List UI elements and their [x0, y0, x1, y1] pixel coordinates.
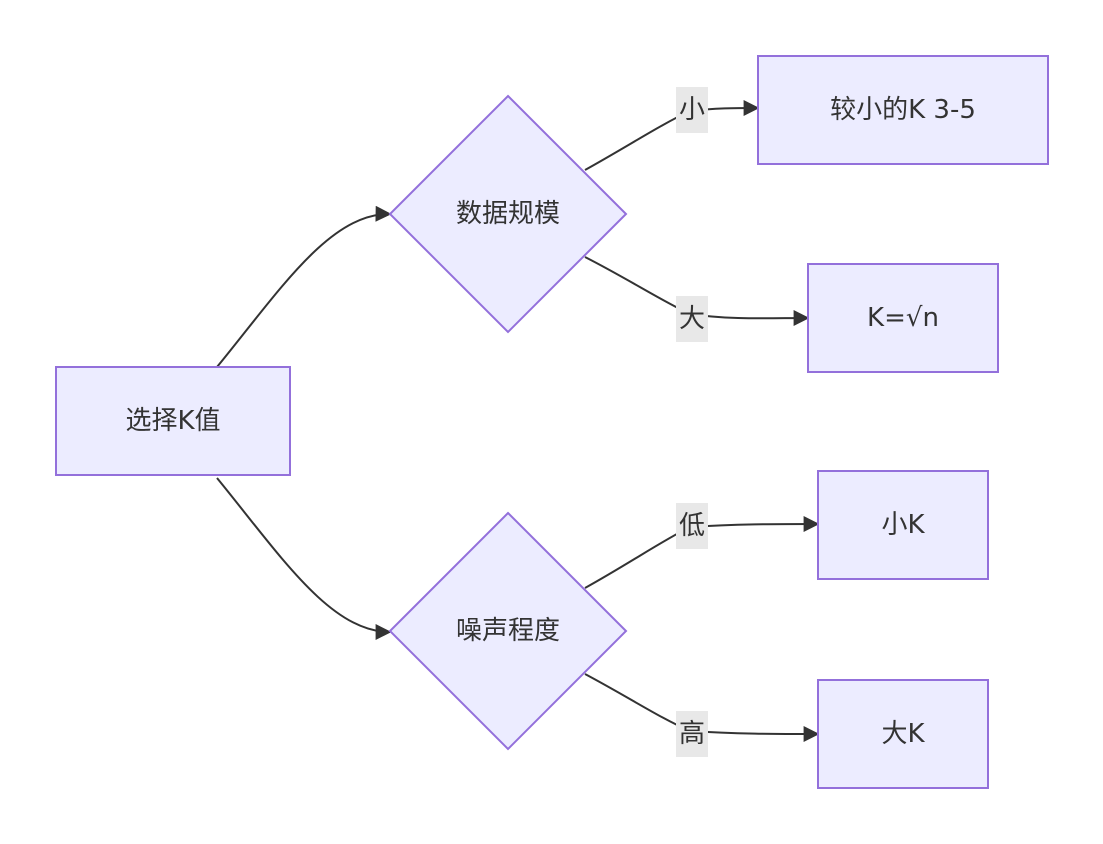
edge-label-bg: [676, 296, 708, 342]
edge-label-bg: [676, 503, 708, 549]
node-root-box: [55, 366, 291, 476]
node-noise-label: 噪声程度: [456, 616, 560, 646]
edge-label-text: 低: [679, 511, 705, 541]
edge-scale-to-small-k-range: [584, 100, 760, 171]
node-sqrt-n: K=√n: [807, 263, 999, 373]
node-small-k-range-label: 较小的K 3-5: [830, 95, 976, 125]
edge-label-scale-small: 小: [676, 87, 708, 133]
node-noise-diamond: [388, 511, 628, 751]
node-sqrt-n-box: [807, 263, 999, 373]
edge-label-scale-large: 大: [676, 296, 708, 342]
node-root: 选择K值: [55, 366, 291, 476]
edge-root-to-noise: [216, 477, 392, 640]
node-root-label: 选择K值: [125, 406, 220, 436]
edge-label-noise-low: 低: [676, 503, 708, 549]
edge-label-text: 小: [679, 95, 705, 125]
edge-root-to-scale: [216, 205, 392, 368]
node-large-k-label: 大K: [881, 719, 925, 749]
node-small-k-range: 较小的K 3-5: [757, 55, 1049, 165]
node-noise-decision: 噪声程度: [388, 511, 628, 751]
edge-label-bg: [676, 711, 708, 757]
edge-label-text: 大: [679, 304, 705, 334]
edge-label-bg: [676, 87, 708, 133]
edge-label-noise-high: 高: [676, 711, 708, 757]
edge-label-text: 高: [679, 719, 705, 749]
node-scale-diamond: [388, 94, 628, 334]
node-scale-decision: 数据规模: [388, 94, 628, 334]
node-sqrt-n-label: K=√n: [867, 303, 939, 333]
node-small-k-label: 小K: [881, 510, 925, 540]
node-large-k: 大K: [817, 679, 989, 789]
node-scale-label: 数据规模: [456, 199, 560, 229]
node-small-k-box: [817, 470, 989, 580]
node-large-k-box: [817, 679, 989, 789]
node-small-k: 小K: [817, 470, 989, 580]
node-small-k-range-box: [757, 55, 1049, 165]
